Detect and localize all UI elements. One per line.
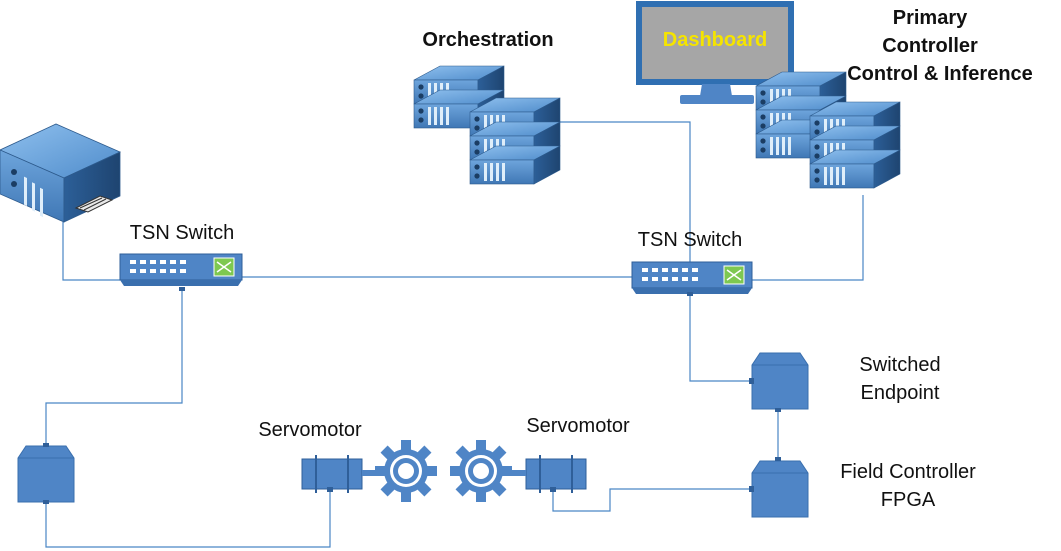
link-orchestration-switch [557,121,691,265]
link-switch-left-endpoint [45,290,183,445]
link-left-server-switch [62,222,120,281]
primary-controller-line2: Controller [882,35,978,57]
link-controller-switch [752,195,864,281]
tsn-switch-left-label: TSN Switch [129,222,235,244]
left-server [0,123,121,223]
link-left-endpoint-motor [45,490,331,548]
left-endpoint-icon [17,445,75,503]
dashboard-monitor-icon [636,1,794,104]
orchestration-label: Orchestration [422,29,554,51]
primary-controller-line3: Control & Inference [847,63,1033,85]
field-controller-line1: Field Controller [840,461,976,483]
servomotor-left-icon [301,455,376,493]
gear-icon-left [375,440,437,502]
field-controller-icon [751,460,809,518]
link-motor-fieldcontroller [552,488,752,512]
primary-controller-line1: Primary [892,7,968,29]
primary-controller-servers [755,71,901,189]
switched-endpoint-line1: Switched [859,354,941,376]
switched-endpoint-icon [751,352,809,410]
link-switch-endpoint [689,293,752,382]
servomotor-right-icon [512,455,587,493]
field-controller-line2: FPGA [880,489,936,511]
tsn-switch-left [119,253,243,286]
dashboard-label: Dashboard [662,29,768,51]
switched-endpoint-line2: Endpoint [860,382,940,404]
servomotor-left-label: Servomotor [258,419,362,441]
gear-icon-right [450,440,512,502]
links [45,121,864,548]
tsn-switch-right-label: TSN Switch [637,229,743,251]
tsn-switch-right [631,261,753,294]
orchestration-servers [413,65,561,185]
servomotor-right-label: Servomotor [526,415,630,437]
